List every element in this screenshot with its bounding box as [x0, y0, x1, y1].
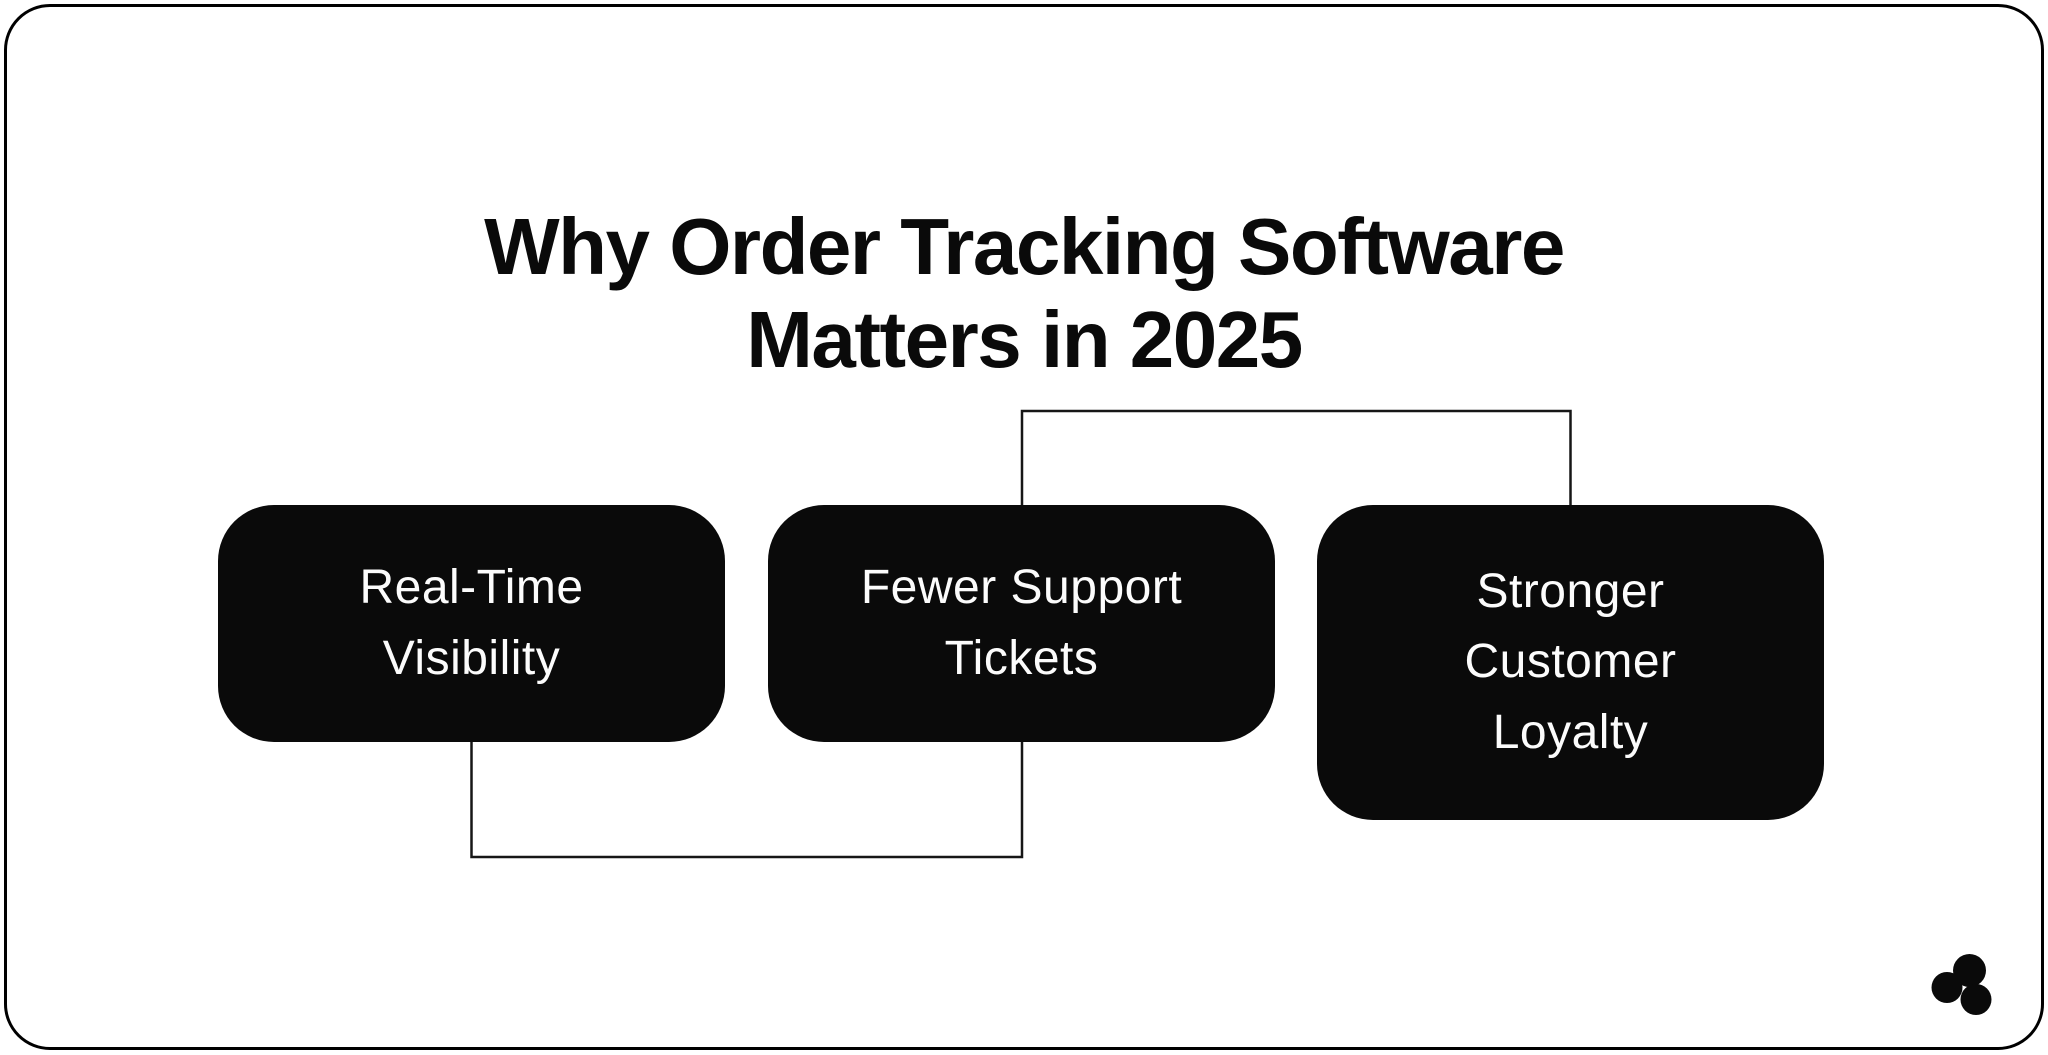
- connector-node2-to-node3: [1020, 409, 1572, 507]
- node-fewer-support-tickets: Fewer Support Tickets: [768, 505, 1275, 742]
- node-stronger-customer-loyalty: Stronger Customer Loyalty: [1317, 505, 1824, 820]
- three-circles-logo-icon: [1931, 954, 1992, 1015]
- page-title: Why Order Tracking Software Matters in 2…: [0, 200, 2048, 387]
- node-label-line: Fewer Support: [860, 561, 1183, 615]
- node-label-line: Real-Time: [359, 561, 584, 615]
- page-title-line-1: Why Order Tracking Software: [484, 201, 1565, 291]
- connector-node1-to-node2: [470, 740, 1024, 859]
- node-label-line: Loyalty: [1492, 705, 1649, 759]
- page-title-line-2: Matters in 2025: [746, 295, 1303, 385]
- node-label-line: Visibility: [382, 631, 561, 685]
- node-real-time-visibility: Real-Time Visibility: [218, 505, 725, 742]
- node-label-line: Customer: [1464, 635, 1677, 689]
- node-label-line: Stronger: [1476, 565, 1665, 619]
- node-label-line: Tickets: [944, 631, 1099, 685]
